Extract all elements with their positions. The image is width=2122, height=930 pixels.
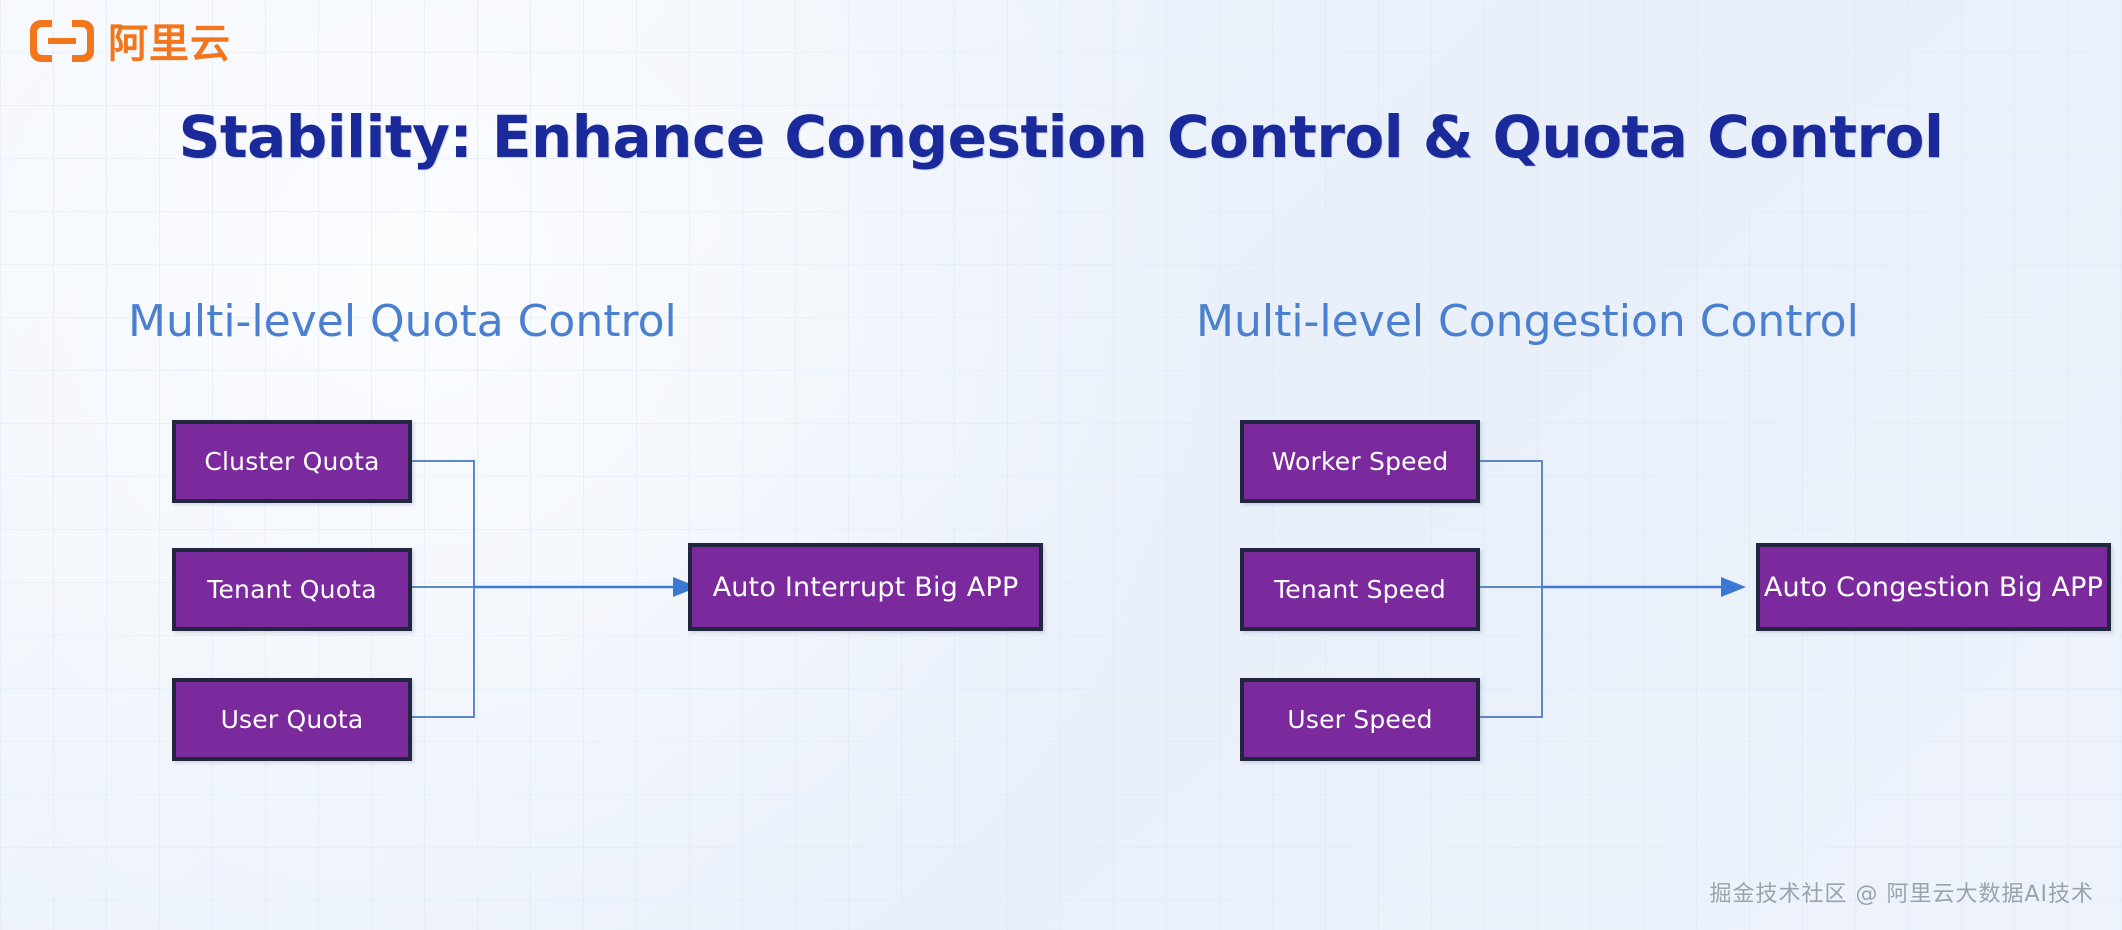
node-tenant-speed[interactable]: Tenant Speed: [1240, 548, 1480, 631]
panel-heading-congestion: Multi-level Congestion Control: [1196, 296, 1859, 347]
node-user-speed[interactable]: User Speed: [1240, 678, 1480, 761]
node-auto-congestion-big-app[interactable]: Auto Congestion Big APP: [1756, 543, 2111, 631]
alibaba-cloud-logo-icon: [26, 18, 98, 69]
brand-wordmark: 阿里云: [108, 20, 231, 67]
diagram-quota: Cluster Quota Tenant Quota User Quota Au…: [128, 420, 1048, 770]
node-user-quota[interactable]: User Quota: [172, 678, 412, 761]
brand-logo: 阿里云: [26, 18, 231, 69]
node-label: Tenant Quota: [207, 575, 377, 604]
node-label: Worker Speed: [1271, 447, 1449, 476]
page-title: Stability: Enhance Congestion Control & …: [178, 103, 1944, 171]
node-auto-interrupt-big-app[interactable]: Auto Interrupt Big APP: [688, 543, 1043, 631]
panel-heading-quota: Multi-level Quota Control: [128, 296, 677, 347]
node-tenant-quota[interactable]: Tenant Quota: [172, 548, 412, 631]
node-label: User Speed: [1287, 705, 1433, 734]
diagram-congestion: Worker Speed Tenant Speed User Speed Aut…: [1196, 420, 2116, 770]
node-label: Tenant Speed: [1274, 575, 1446, 604]
node-cluster-quota[interactable]: Cluster Quota: [172, 420, 412, 503]
footer-watermark: 掘金技术社区 @ 阿里云大数据AI技术: [1709, 882, 2094, 907]
node-label: User Quota: [220, 705, 364, 734]
node-label: Cluster Quota: [204, 447, 380, 476]
node-worker-speed[interactable]: Worker Speed: [1240, 420, 1480, 503]
node-label: Auto Congestion Big APP: [1763, 571, 2104, 603]
node-label: Auto Interrupt Big APP: [712, 571, 1019, 603]
